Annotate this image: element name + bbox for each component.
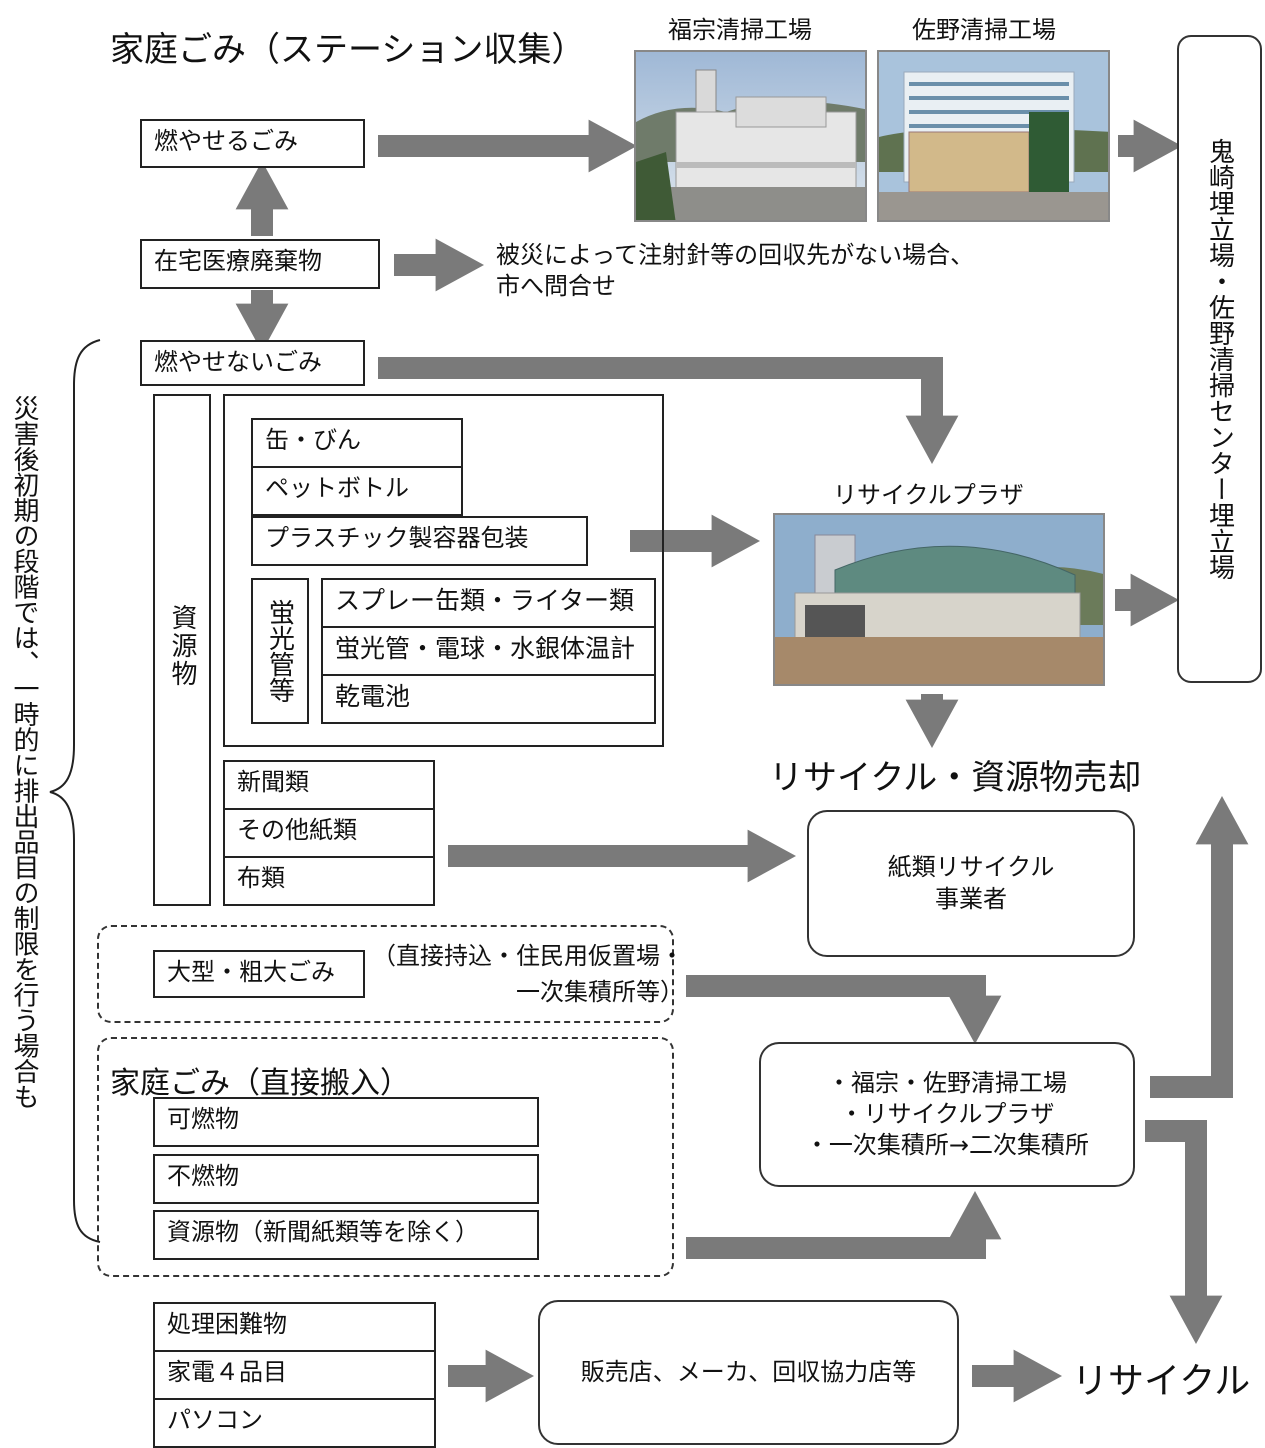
- arrow-direct-to-facilities: [686, 1191, 1002, 1259]
- shigen-label-text: 資源物: [167, 604, 198, 688]
- keikou-column: [251, 578, 309, 724]
- direct-title: 家庭ごみ（直接搬入）: [110, 1066, 410, 1101]
- facilities-box: ・福宗・佐野清掃工場 ・リサイクルプラザ ・一次集積所→二次集積所: [759, 1042, 1135, 1187]
- side-note: 災害後初期の段階では、一時的に排出品目の制限を行う場合も: [9, 395, 39, 1109]
- box-kaden: 家電４品目: [153, 1350, 436, 1400]
- box-funen: 不燃物: [153, 1154, 539, 1204]
- box-ogata: 大型・粗大ごみ: [153, 950, 365, 998]
- zaitaku-note: 被災によって注射針等の回収先がない場合、 市へ問合せ: [496, 241, 975, 301]
- box-kanen: 可燃物: [153, 1097, 539, 1147]
- recycle-plaza-image: [773, 513, 1105, 686]
- side-note-wrap: 災害後初期の段階では、一時的に排出品目の制限を行う場合も: [6, 395, 42, 1175]
- box-pc: パソコン: [153, 1398, 436, 1448]
- sano-factory-image: [877, 50, 1110, 222]
- landfill-text: 鬼崎埋立場・佐野清掃センター埋立場: [1204, 138, 1235, 580]
- box-moyasenai: 燃やせないごみ: [140, 340, 365, 386]
- landfill-box: 鬼崎埋立場・佐野清掃センター埋立場: [1177, 35, 1262, 683]
- box-konnan: 処理困難物: [153, 1302, 436, 1352]
- keikou-label-wrap: 蛍光管等: [251, 580, 309, 722]
- box-zaitaku: 在宅医療廃棄物: [140, 239, 380, 289]
- shigen-label: 資源物: [153, 604, 211, 688]
- box-cloth: 布類: [223, 856, 435, 906]
- box-moyaseru: 燃やせるごみ: [140, 119, 365, 168]
- box-spray: スプレー缶類・ライター類: [321, 578, 656, 628]
- box-battery: 乾電池: [321, 674, 656, 724]
- arrow-facilities-to-recycle: [1145, 1120, 1223, 1344]
- ogata-note: （直接持込・住民用仮置場・ 一次集積所等）: [372, 942, 684, 1006]
- recycle-sale-label: リサイクル・資源物売却: [769, 758, 1142, 798]
- recycle-label: リサイクル: [1072, 1361, 1251, 1402]
- box-pet: ペットボトル: [251, 466, 463, 516]
- shigen-sub-group: [223, 394, 664, 747]
- fukuso-label: 福宗清掃工場: [668, 16, 812, 44]
- ogata-group: [97, 925, 674, 1023]
- arrow-facilities-to-sale: [1150, 796, 1249, 1098]
- box-other-paper: その他紙類: [223, 808, 435, 858]
- shops-box: 販売店、メーカ、回収協力店等: [538, 1300, 959, 1445]
- box-cans: 缶・びん: [251, 418, 463, 468]
- paper-recycler-box: 紙類リサイクル 事業者: [807, 810, 1135, 957]
- plaza-label: リサイクルプラザ: [833, 481, 1024, 509]
- box-shigen-direct: 資源物（新聞紙類等を除く）: [153, 1210, 539, 1260]
- box-plastic: プラスチック製容器包装: [251, 516, 588, 566]
- arrow-moyasenai-to-plaza: [378, 357, 959, 464]
- keikou-label: 蛍光管等: [264, 599, 295, 703]
- page-title: 家庭ごみ（ステーション収集）: [110, 30, 586, 70]
- arrow-ogata-to-facilities: [686, 975, 1002, 1044]
- box-shinbun: 新聞類: [223, 760, 435, 810]
- shigen-column: [153, 394, 211, 906]
- fukuso-factory-image: [634, 50, 867, 222]
- box-keikoukan: 蛍光管・電球・水銀体温計: [321, 626, 656, 676]
- direct-group: [97, 1037, 674, 1277]
- sano-label: 佐野清掃工場: [912, 16, 1056, 44]
- left-brace: [49, 339, 101, 1243]
